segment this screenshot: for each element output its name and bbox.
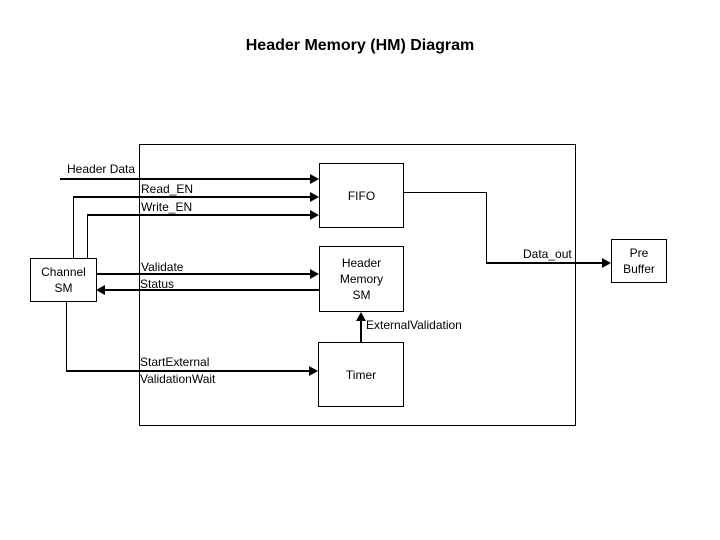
validate-arrowhead-icon	[310, 269, 319, 279]
start-external-label: StartExternal ValidationWait	[140, 354, 215, 388]
channel-sm-block: Channel SM	[30, 258, 97, 302]
timer-block: Timer	[318, 342, 404, 407]
pre-buffer-block: Pre Buffer	[611, 239, 667, 283]
header-data-arrowhead-icon	[310, 174, 319, 184]
data-out-label: Data_out	[523, 247, 572, 261]
header-data-label: Header Data	[67, 162, 136, 176]
diagram-title: Header Memory (HM) Diagram	[245, 37, 475, 54]
external-validation-line	[360, 321, 362, 342]
data-out-arrowhead-icon	[602, 258, 611, 268]
data-out-line	[486, 262, 603, 264]
external-validation-label: ExternalValidation	[366, 318, 462, 332]
external-validation-arrowhead-icon	[356, 312, 366, 321]
status-line	[105, 289, 319, 291]
read-en-line	[73, 196, 310, 198]
validate-label: Validate	[141, 260, 184, 274]
read-en-connector	[73, 197, 74, 258]
header-memory-sm-label-line2: Memory	[339, 272, 384, 286]
write-en-connector	[87, 215, 88, 258]
fifo-output-connector-vertical	[486, 192, 487, 263]
validate-line	[97, 273, 310, 275]
write-en-arrowhead-icon	[310, 210, 319, 220]
start-external-label-line2: ValidationWait	[140, 372, 216, 386]
start-external-arrowhead-icon	[309, 366, 318, 376]
pre-buffer-label-line2: Buffer	[623, 262, 655, 276]
read-en-arrowhead-icon	[310, 192, 319, 202]
hm-boundary-rect	[139, 144, 576, 426]
start-external-label-line1: StartExternal	[140, 355, 210, 369]
fifo-block: FIFO	[319, 163, 404, 228]
channel-sm-label-line2: SM	[54, 281, 73, 295]
header-memory-sm-block: Header Memory SM	[319, 246, 404, 312]
fifo-block-label: FIFO	[347, 188, 376, 203]
start-external-line	[66, 370, 309, 372]
pre-buffer-label-line1: Pre	[629, 246, 649, 260]
header-memory-sm-label-line3: SM	[352, 288, 371, 302]
write-en-line	[87, 214, 310, 216]
read-en-label: Read_EN	[141, 182, 194, 196]
status-arrowhead-icon	[96, 285, 105, 295]
fifo-output-connector-horizontal	[403, 192, 487, 193]
channel-sm-label-line1: Channel	[41, 265, 86, 279]
header-data-line	[60, 178, 310, 180]
header-memory-sm-label-line1: Header	[341, 256, 382, 270]
write-en-label: Write_EN	[141, 200, 193, 214]
start-external-connector	[66, 301, 67, 371]
timer-block-label: Timer	[345, 367, 377, 382]
status-label: Status	[140, 277, 175, 291]
